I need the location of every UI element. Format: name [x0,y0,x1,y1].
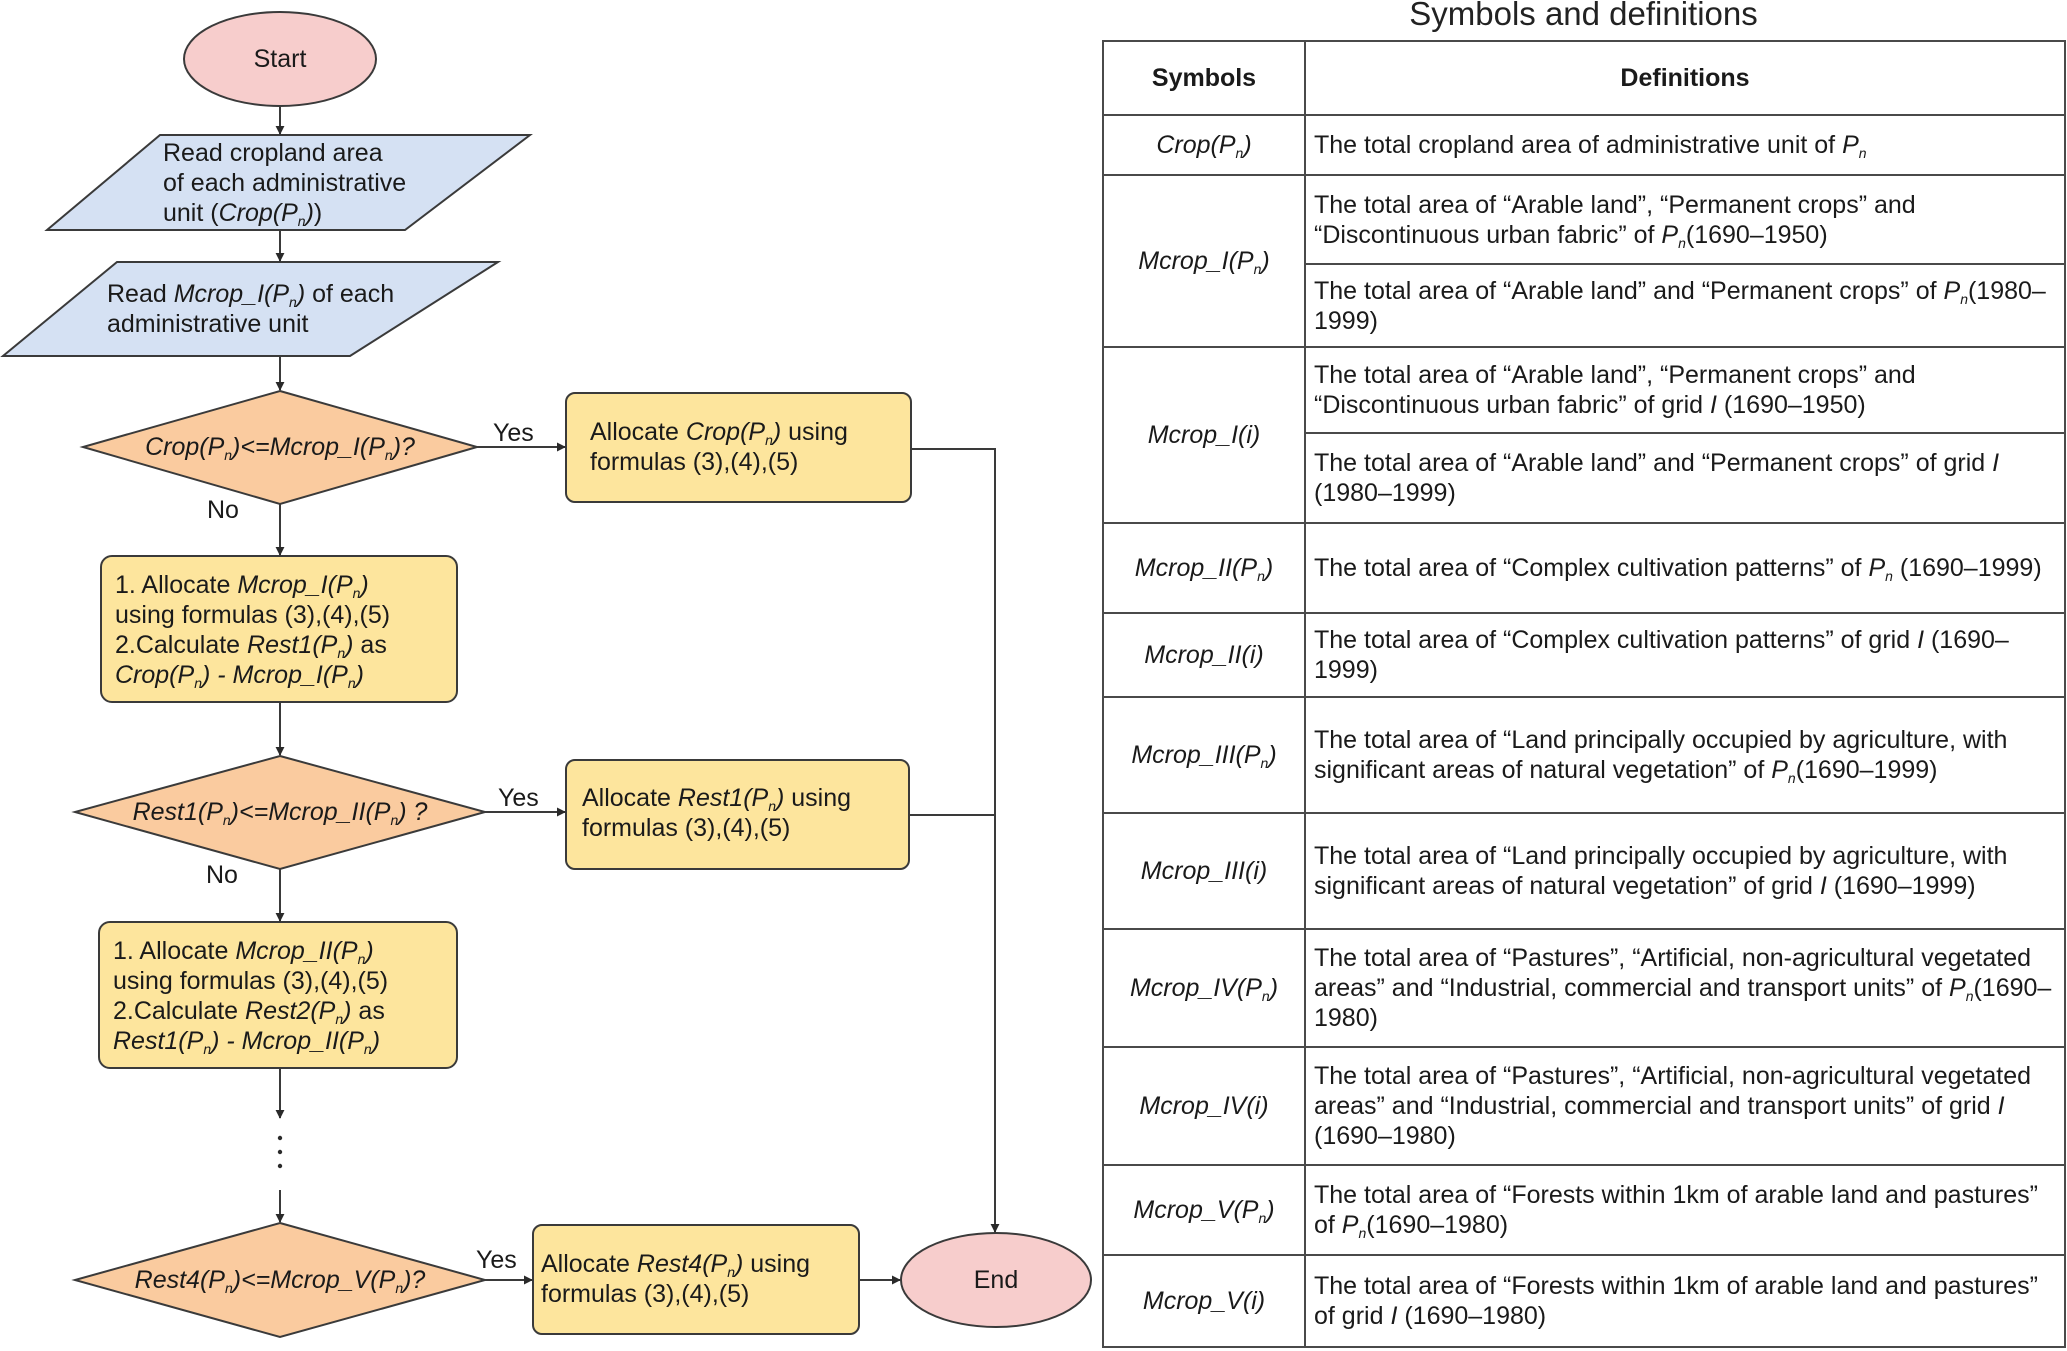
table-row: Crop(Pn)The total cropland area of admin… [1102,114,2066,176]
read-cropland-line1: Read cropland area [163,139,383,167]
read-cropland-label: Read cropland area of each administrativ… [163,138,406,228]
decision-1-yes-label: Yes [493,419,534,447]
definition-cell: The total area of “Pastures”, “Artificia… [1304,1046,2066,1166]
read-mcrop-label: Read Mcrop_I(Pn) of each administrative … [107,279,394,339]
decision-2-label: Rest1(Pn)<=Mcrop_II(Pn) ? [132,798,428,828]
decision-3-yes-label: Yes [476,1246,517,1274]
symbol-cell: Mcrop_IV(Pn) [1102,928,1306,1048]
definition-cell: The total area of “Arable land” and “Per… [1304,263,2066,348]
definition-cell: The total area of “Land principally occu… [1304,812,2066,930]
ellipsis-dot [277,1163,283,1169]
table-row: Mcrop_V(i)The total area of “Forests wit… [1102,1254,2066,1348]
table-row: Mcrop_II(Pn)The total area of “Complex c… [1102,522,2066,614]
table-row: The total area of “Arable land” and “Per… [1103,432,2066,524]
decision-2-no-label: No [206,861,238,889]
start-label: Start [253,45,307,73]
input-read-mcrop [0,261,502,357]
definition-cell: The total area of “Complex cultivation p… [1304,522,2066,614]
definition-cell: The total area of “Forests within 1km of… [1304,1254,2066,1348]
decision-3 [71,1221,489,1339]
table-row: Mcrop_III(Pn)The total area of “Land pri… [1102,696,2066,814]
end-label: End [973,1266,1019,1294]
process-2-label: 1. Allocate Mcrop_II(Pn) using formulas … [113,937,389,1057]
connector-yes1-to-end [911,448,1000,1233]
symbol-cell: Mcrop_I(i) [1102,346,1306,524]
table-body: Crop(Pn)The total cropland area of admin… [1102,114,2066,1348]
header-definitions: Definitions [1304,40,2066,116]
table-title: Symbols and definitions [1409,0,1758,32]
symbol-cell: Mcrop_V(Pn) [1102,1164,1306,1256]
read-cropland-line3: unit (Crop(Pn)) [163,199,323,229]
symbol-cell: Mcrop_V(i) [1102,1254,1306,1348]
read-mcrop-line2: administrative unit [107,310,309,338]
table-row: Mcrop_I(Pn)The total area of “Arable lan… [1102,174,2066,348]
table-row: Mcrop_V(Pn)The total area of “Forests wi… [1102,1164,2066,1256]
read-cropland-line2: of each administrative [163,169,407,197]
definition-cell: The total area of “Arable land”, “Perman… [1304,174,2066,265]
symbol-cell: Crop(Pn) [1102,114,1306,176]
yes-process-2-label: Allocate Rest1(Pn) using formulas (3),(4… [582,784,852,842]
definition-cell: The total cropland area of administrativ… [1304,114,2066,176]
symbol-cell: Mcrop_I(Pn) [1102,174,1306,348]
yes-process-1 [565,392,912,503]
definition-cell: The total area of “Forests within 1km of… [1304,1164,2066,1256]
symbol-cell: Mcrop_II(Pn) [1102,522,1306,614]
definition-cell: The total area of “Pastures”, “Artificia… [1304,928,2066,1048]
symbol-cell: Mcrop_III(Pn) [1102,696,1306,814]
flowchart [0,11,1092,1339]
table-header-row: Symbols Definitions [1102,40,2066,116]
table-row: Mcrop_I(i)The total area of “Arable land… [1102,346,2066,524]
table-row: Mcrop_II(i)The total area of “Complex cu… [1102,612,2066,698]
header-symbols: Symbols [1102,40,1306,116]
definitions-table: Symbols Definitions Crop(Pn)The total cr… [1102,40,2066,1348]
end-terminal [900,1232,1092,1328]
definition-cell: The total area of “Arable land” and “Per… [1304,432,2066,524]
ellipsis-dot [277,1135,283,1141]
decision-2-yes-label: Yes [498,784,539,812]
table-row: Mcrop_III(i)The total area of “Land prin… [1102,812,2066,930]
yes-process-1-label: Allocate Crop(Pn) using formulas (3),(4)… [590,418,848,476]
read-mcrop-line1: Read Mcrop_I(Pn) of each [107,280,395,310]
decision-3-label: Rest4(Pn)<=Mcrop_V(Pn)? [134,1266,426,1296]
ellipsis-dot [277,1149,283,1155]
table-row: The total area of “Arable land” and “Per… [1103,263,2066,348]
symbol-cell: Mcrop_III(i) [1102,812,1306,930]
symbol-cell: Mcrop_IV(i) [1102,1046,1306,1166]
input-read-cropland [44,134,533,231]
yes-process-3-label: Allocate Rest4(Pn) using formulas (3),(4… [541,1250,811,1308]
definition-cell: The total area of “Arable land”, “Perman… [1304,346,2066,434]
definition-cell: The total area of “Complex cultivation p… [1304,612,2066,698]
decision-1-no-label: No [207,496,239,524]
decision-1-label: Crop(Pn)<=Mcrop_I(Pn)? [145,433,415,463]
process-allocate-mcrop-ii [98,921,458,1069]
process-1-label: 1. Allocate Mcrop_I(Pn) using formulas (… [115,571,391,691]
symbol-cell: Mcrop_II(i) [1102,612,1306,698]
table-row: Mcrop_IV(Pn)The total area of “Pastures”… [1102,928,2066,1048]
table-row: Mcrop_IV(i)The total area of “Pastures”,… [1102,1046,2066,1166]
definition-cell: The total area of “Land principally occu… [1304,696,2066,814]
